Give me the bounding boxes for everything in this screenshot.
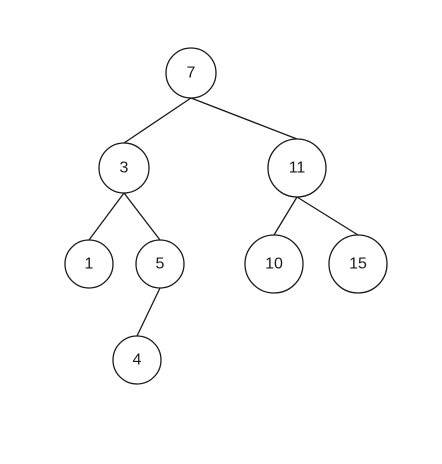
node-label: 11 [289, 160, 306, 177]
tree-node-3: 3 [98, 142, 150, 194]
node-circle [135, 239, 185, 289]
node-label: 10 [265, 256, 283, 273]
tree-node-15: 15 [328, 234, 388, 294]
node-circle [112, 335, 162, 385]
edge-n7-n3 [123, 97, 192, 144]
tree-node-1: 1 [64, 239, 114, 289]
node-circle [328, 234, 388, 294]
tree-node-7: 7 [165, 47, 217, 99]
node-label: 7 [187, 65, 196, 82]
node-label: 4 [133, 352, 142, 369]
node-circle [64, 239, 114, 289]
edge-n11-n10 [273, 196, 298, 236]
node-circle [267, 138, 327, 198]
node-circle [244, 234, 304, 294]
tree-node-5: 5 [135, 239, 185, 289]
node-circle [98, 142, 150, 194]
edge-n3-n5 [123, 192, 161, 241]
edge-n3-n1 [88, 192, 125, 241]
node-label: 3 [120, 160, 129, 177]
tree-edges [88, 97, 359, 337]
tree-node-11: 11 [267, 138, 327, 198]
node-circle [165, 47, 217, 99]
node-label: 1 [85, 256, 94, 273]
node-label: 5 [156, 256, 165, 273]
edge-n7-n11 [190, 97, 298, 140]
edge-n5-n4 [136, 287, 161, 337]
tree-node-4: 4 [112, 335, 162, 385]
node-label: 15 [349, 256, 367, 273]
edge-n11-n15 [296, 196, 359, 236]
tree-node-10: 10 [244, 234, 304, 294]
